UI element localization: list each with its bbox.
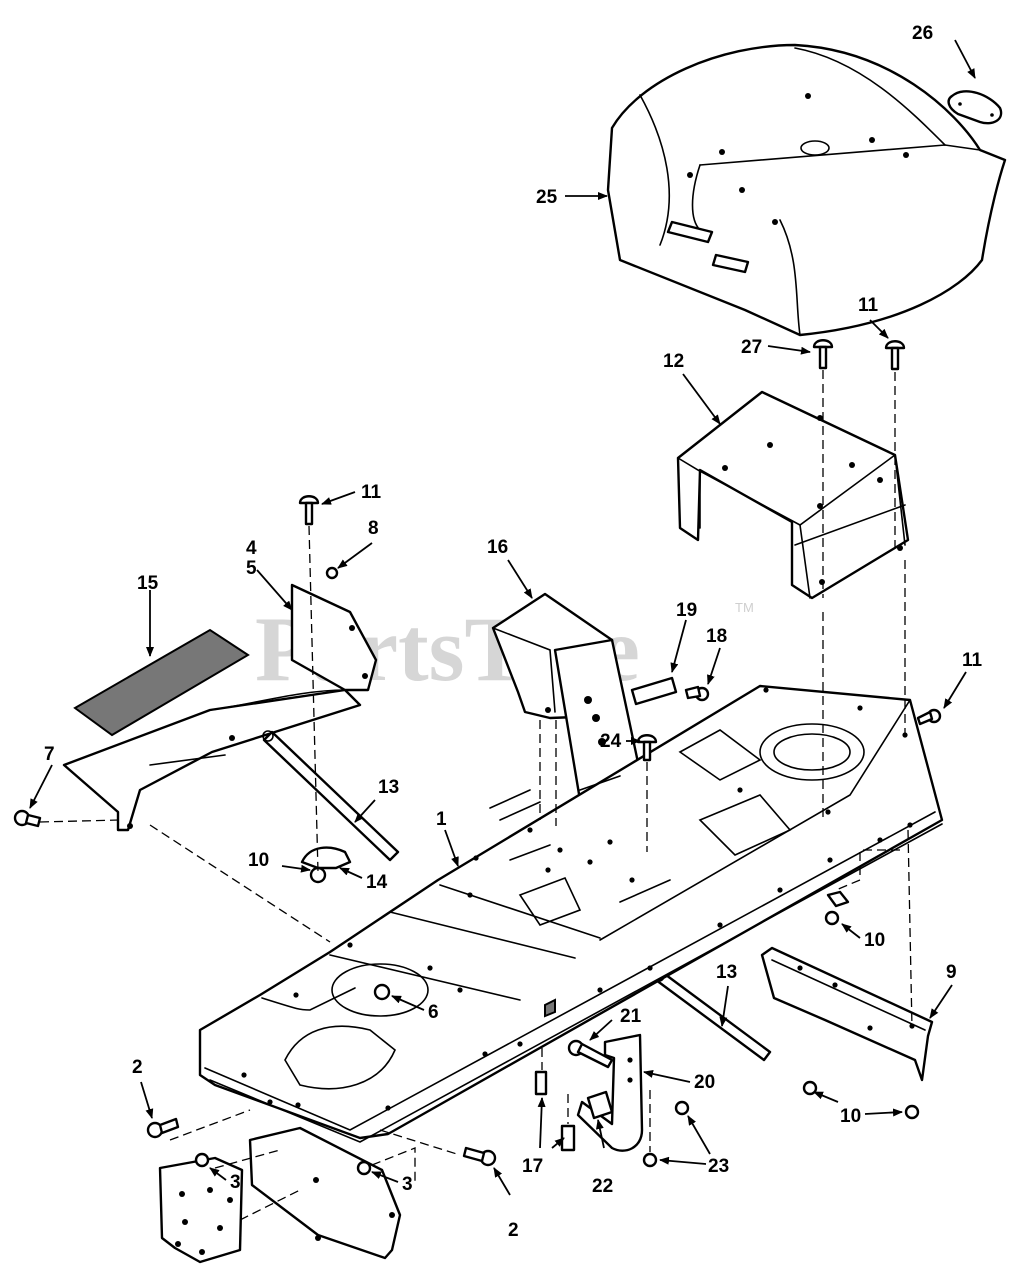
bolt-17-upper (534, 1070, 548, 1096)
nut-23-lower (642, 1152, 658, 1168)
bolt-24 (636, 734, 658, 762)
footrest-mat (73, 628, 250, 737)
lower-plate-left (158, 1156, 244, 1264)
side-bracket (760, 946, 934, 1082)
callout-5: 5 (246, 558, 257, 579)
nut-8 (325, 566, 339, 580)
nut-3-right (356, 1160, 372, 1176)
callout-13-upper: 13 (378, 777, 399, 798)
rear-bracket (676, 390, 910, 600)
callout-10-mid: 10 (864, 930, 885, 951)
callout-3-left: 3 (230, 1172, 241, 1193)
callout-20: 20 (694, 1072, 715, 1093)
spacer (586, 1090, 614, 1120)
footrest (62, 583, 378, 832)
callout-3-right: 3 (402, 1174, 413, 1195)
nut-7 (13, 809, 42, 828)
callout-15: 15 (137, 573, 159, 594)
callout-6: 6 (428, 1002, 439, 1023)
bolt-11-top (298, 495, 320, 526)
leader-lines (29, 39, 976, 1196)
callout-10-right: 10 (840, 1106, 861, 1127)
callout-2-left: 2 (132, 1057, 143, 1078)
rod-upper (262, 730, 400, 862)
callout-19: 19 (676, 600, 697, 621)
callout-11-side: 11 (962, 650, 983, 671)
lower-plate-right (248, 1126, 402, 1260)
callout-13-lower: 13 (716, 962, 737, 983)
bolt-27 (812, 339, 834, 370)
callout-26: 26 (912, 23, 933, 44)
seat-bracket (491, 592, 642, 802)
callout-23: 23 (708, 1156, 729, 1177)
nut-10-right (904, 1104, 920, 1120)
callout-7: 7 (44, 744, 55, 765)
callout-2-right: 2 (508, 1220, 519, 1241)
callout-12: 12 (663, 351, 684, 372)
nut-3-left (194, 1152, 210, 1168)
callout-22: 22 (592, 1176, 613, 1197)
callout-18: 18 (706, 626, 727, 647)
callout-24: 24 (600, 731, 622, 752)
lower-bracket (576, 1033, 644, 1152)
bolt-21 (567, 1039, 614, 1069)
callout-16: 16 (487, 537, 508, 558)
nut-10-mid (824, 890, 850, 926)
bolt-11-side (916, 708, 942, 726)
callout-1: 1 (436, 809, 447, 830)
bolt-2-left (146, 1117, 180, 1139)
callout-27: 27 (741, 337, 762, 358)
clamp (300, 846, 352, 870)
rod-lower (653, 970, 772, 1062)
callout-21: 21 (620, 1006, 642, 1027)
bolt-2-right (462, 1146, 497, 1167)
watermark-trademark: TM (735, 600, 754, 615)
callout-11-top-right: 11 (858, 295, 879, 316)
callout-4: 4 (246, 538, 257, 559)
fender (606, 43, 1007, 337)
bolt-18 (684, 685, 710, 702)
callout-labels: 26 25 11 27 12 11 8 4 5 15 16 19 18 11 7… (44, 23, 983, 1241)
main-frame (198, 684, 944, 1143)
link-plate (630, 676, 678, 706)
callout-11-left: 11 (361, 482, 382, 503)
callout-25: 25 (536, 187, 558, 208)
callout-9: 9 (946, 962, 957, 983)
nut-23-upper (674, 1100, 690, 1116)
nut-10-low (802, 1080, 818, 1096)
bolt-11-right (884, 340, 906, 371)
callout-8: 8 (368, 518, 379, 539)
fender-plug (947, 90, 1003, 125)
assembly-lines (39, 370, 913, 1221)
callout-14: 14 (366, 872, 388, 893)
callout-10-left: 10 (248, 850, 269, 871)
callout-17: 17 (522, 1156, 543, 1177)
nut-6 (373, 983, 391, 1001)
